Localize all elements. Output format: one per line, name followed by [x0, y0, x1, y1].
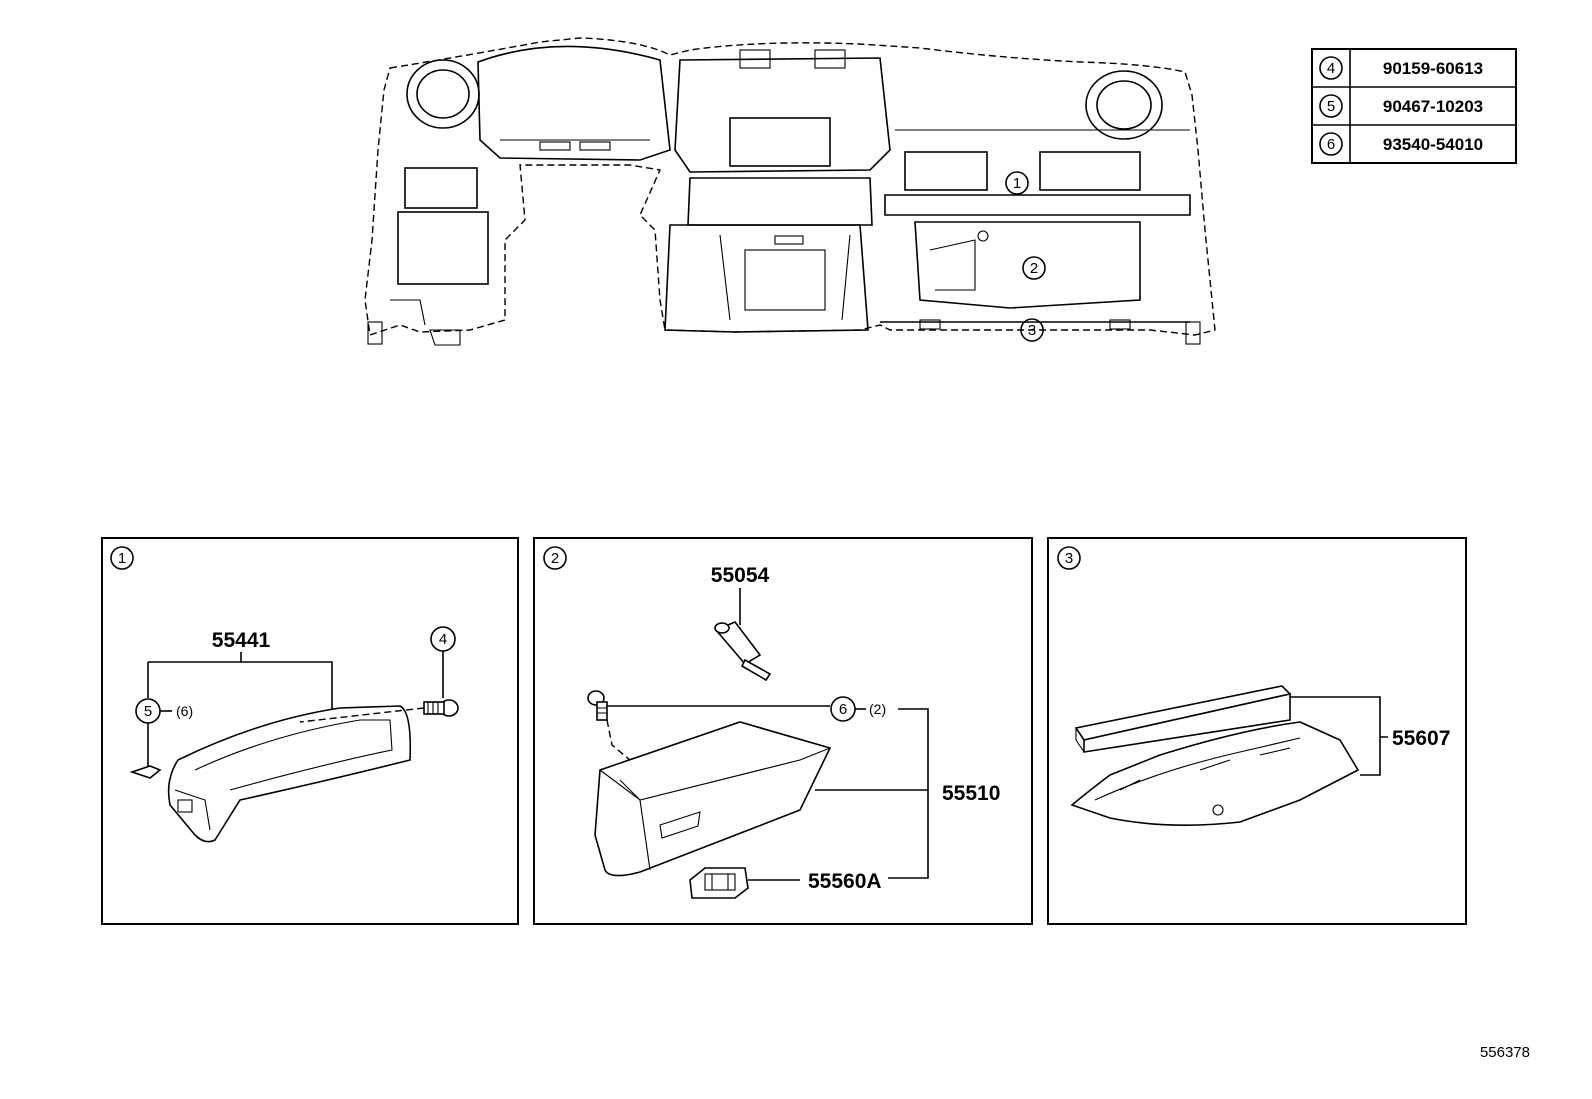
- quantity-label: (6): [176, 703, 193, 719]
- cushion-pad-part: [1074, 685, 1292, 753]
- dashboard-overview: [364, 37, 1216, 346]
- ref-number: 5: [1327, 98, 1335, 115]
- screw-part: [423, 699, 459, 717]
- glove-box-part: [594, 721, 832, 877]
- lower-cover-part: [1070, 721, 1360, 826]
- damper-part: [714, 621, 772, 682]
- part-number: 93540-54010: [1383, 135, 1483, 154]
- part-number: 90467-10203: [1383, 97, 1483, 116]
- detail-panel-1: 1 55441 5 (6) 4: [101, 537, 519, 925]
- parts-table-row: 4 90159-60613: [1319, 56, 1483, 80]
- parts-table-row: 6 93540-54010: [1319, 132, 1483, 156]
- parts-table-row: 5 90467-10203: [1319, 94, 1483, 118]
- overview-callout-1: 1: [1005, 171, 1029, 195]
- panel-number: 1: [118, 550, 126, 567]
- part-label-55560A: 55560A: [808, 870, 882, 893]
- part-label-55510: 55510: [942, 782, 1000, 805]
- callout-4: 4: [439, 631, 447, 648]
- lock-part: [689, 867, 749, 899]
- detail-panel-2: 2 55054 6 (2) 55510: [533, 537, 1033, 925]
- parts-table: 4 90159-60613 5 90467-10203 6 93540-5401…: [1311, 48, 1517, 164]
- part-number: 90159-60613: [1383, 59, 1483, 78]
- part-label-55054: 55054: [711, 564, 770, 587]
- panel-number: 3: [1065, 550, 1073, 567]
- ref-number: 4: [1327, 60, 1335, 77]
- quantity-label: (2): [869, 701, 886, 717]
- detail-panel-3: 3 55607: [1047, 537, 1467, 925]
- callout-6: 6: [839, 701, 847, 718]
- callout-number: 3: [1028, 322, 1036, 339]
- callout-number: 2: [1030, 260, 1038, 277]
- overview-callout-2: 2: [1022, 256, 1046, 280]
- panel-number: 2: [551, 550, 559, 567]
- part-label-55441: 55441: [212, 629, 271, 652]
- part-label-55607: 55607: [1392, 727, 1450, 750]
- callout-5: 5: [144, 703, 152, 720]
- screw-part: [587, 690, 608, 721]
- callout-number: 1: [1013, 175, 1021, 192]
- overview-callout-3: 3: [1020, 318, 1044, 342]
- ref-number: 6: [1327, 136, 1335, 153]
- figure-id: 556378: [1480, 1044, 1530, 1061]
- clip-part: [129, 765, 162, 779]
